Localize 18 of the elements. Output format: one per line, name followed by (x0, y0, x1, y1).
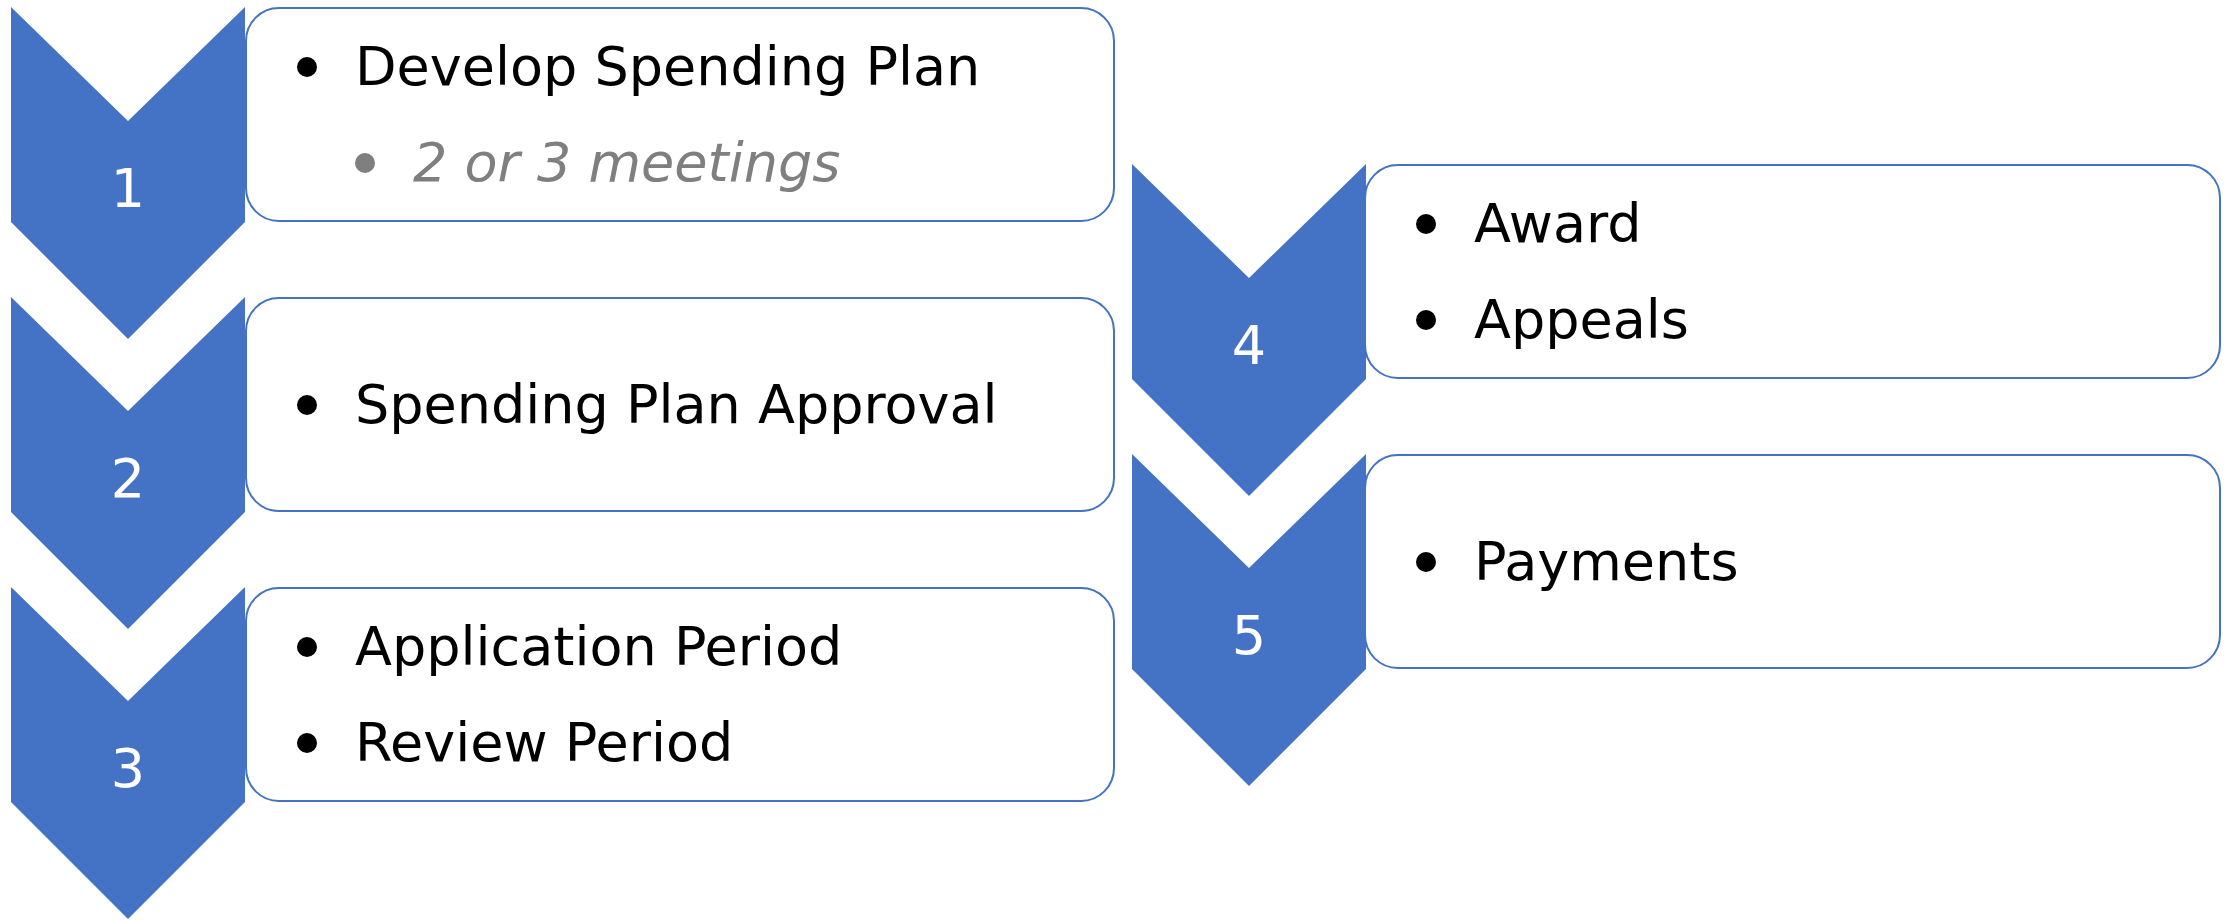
bullet-item: Spending Plan Approval (297, 356, 1113, 453)
step-number: 2 (109, 447, 147, 510)
step-number: 1 (109, 157, 147, 220)
step-number: 3 (109, 737, 147, 800)
bullet-item: Review Period (297, 694, 1113, 791)
step-number: 4 (1230, 314, 1268, 377)
bullet-item: Develop Spending Plan (297, 18, 1113, 115)
text-box (245, 587, 1115, 802)
bullet-item: Application Period (297, 598, 1113, 695)
text-box (1364, 164, 2221, 379)
bullet-item: Appeals (1416, 271, 2219, 368)
bullet-item: 2 or 3 meetings (355, 114, 1113, 211)
text-box (245, 7, 1115, 222)
text-box (245, 297, 1115, 512)
bullet-item: Award (1416, 175, 2219, 272)
step-number: 5 (1230, 604, 1268, 667)
text-box (1364, 454, 2221, 669)
bullet-item: Payments (1416, 513, 2219, 610)
